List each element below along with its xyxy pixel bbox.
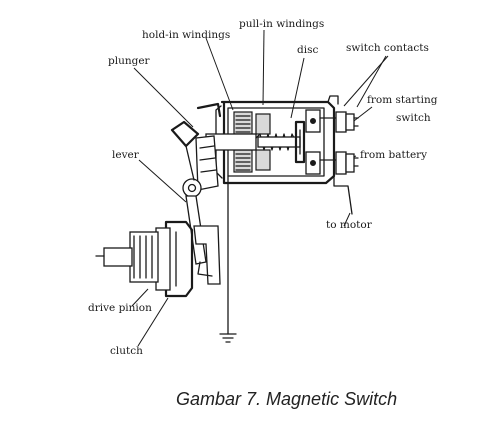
label-plunger: plunger: [108, 55, 151, 67]
label-lever: lever: [112, 149, 140, 161]
label-from-battery: from battery: [360, 149, 427, 161]
ground-symbol: [219, 175, 237, 343]
drive-pinion: [95, 231, 159, 283]
label-hold-in-windings: hold-in windings: [142, 29, 230, 41]
windings: [233, 111, 271, 173]
label-from-starting: from starting: [367, 94, 438, 106]
label-to-motor: to motor: [326, 219, 373, 231]
figure-caption: Gambar 7. Magnetic Switch: [176, 389, 398, 409]
switch-contacts: [305, 109, 339, 175]
leader-lines: [131, 29, 389, 347]
clutch: [155, 220, 194, 298]
lever-pivot: [170, 102, 222, 198]
label-disc: disc: [297, 44, 318, 56]
label-drive-pinion: drive pinion: [88, 302, 152, 314]
terminal-battery: [335, 151, 359, 175]
wire-to-motor: [333, 175, 353, 215]
label-pull-in-windings: pull-in windings: [239, 18, 324, 30]
label-switch-contacts: switch contacts: [346, 42, 429, 54]
plunger-assembly: [205, 120, 306, 164]
label-switch: switch: [396, 112, 431, 124]
label-clutch: clutch: [110, 345, 143, 357]
terminal-starting-switch: [335, 111, 359, 133]
